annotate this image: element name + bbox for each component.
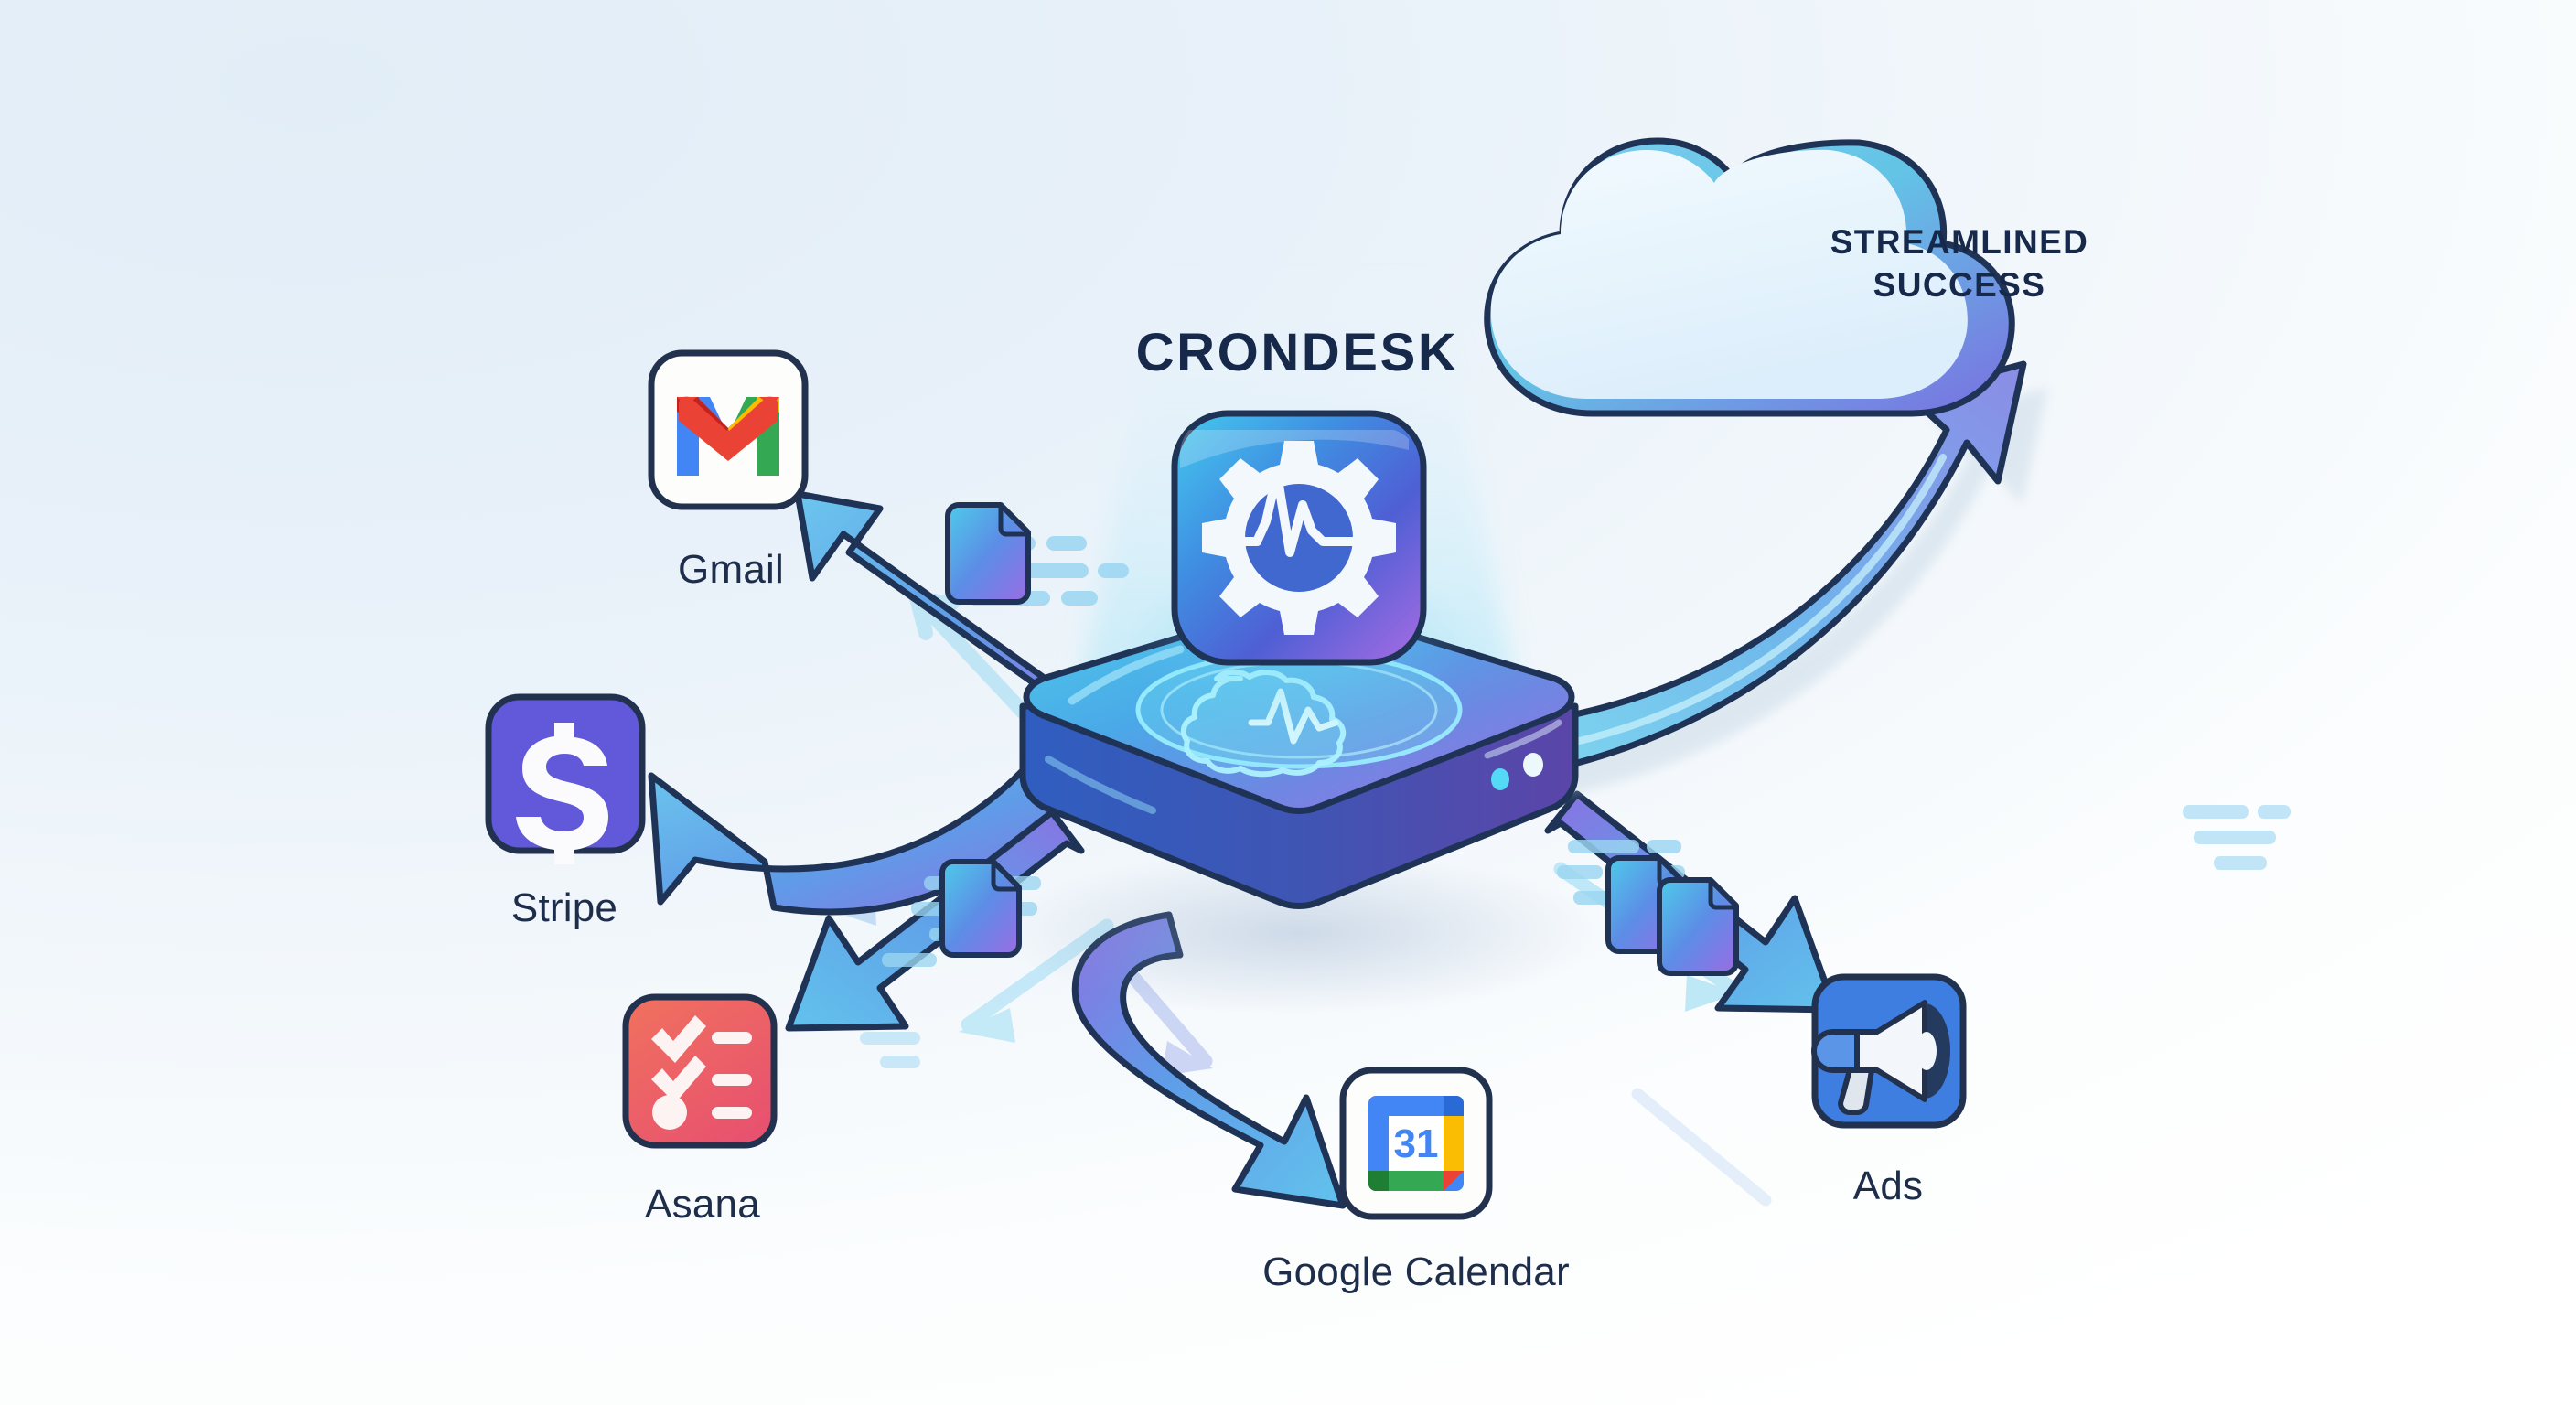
led-indicator	[1491, 768, 1509, 790]
led-indicator	[1523, 753, 1543, 777]
node-label-ads: Ads	[1852, 1164, 1924, 1208]
page-title: CRONDESK	[1135, 323, 1459, 382]
document-glyph	[945, 502, 1031, 605]
node-label-asana: Asana	[645, 1182, 760, 1227]
node-label-google-calendar: Google Calendar	[1262, 1249, 1570, 1294]
connector-to-success-cloud	[1517, 360, 2047, 799]
document-glyph	[1657, 877, 1739, 976]
node-label-gmail: Gmail	[678, 547, 784, 592]
success-line-1: STREAMLINED	[1830, 223, 2089, 261]
streamlined-success-cloud	[1484, 137, 2015, 417]
node-label-stripe: Stripe	[510, 885, 618, 930]
crondesk-app-icon[interactable]	[1171, 410, 1427, 666]
gear-pulse-icon	[1202, 441, 1396, 635]
success-line-2: SUCCESS	[1873, 266, 2046, 305]
success-cloud-label: STREAMLINED SUCCESS	[1795, 220, 2124, 307]
